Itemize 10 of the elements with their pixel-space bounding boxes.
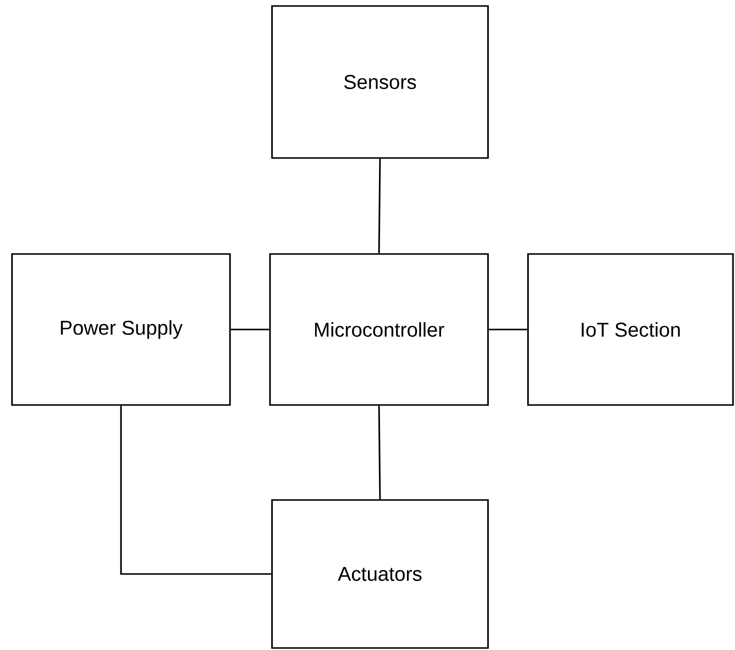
block-box: Microcontroller	[269, 253, 489, 406]
connector-line	[120, 406, 272, 575]
connector-line	[378, 406, 381, 500]
connector-line	[230, 328, 270, 330]
connector-line	[378, 158, 381, 254]
block-box: Power Supply	[11, 253, 231, 406]
block-box: Actuators	[271, 499, 489, 649]
connector-line	[488, 328, 528, 330]
block-box: Sensors	[271, 5, 489, 159]
block-box: IoT Section	[527, 253, 734, 406]
